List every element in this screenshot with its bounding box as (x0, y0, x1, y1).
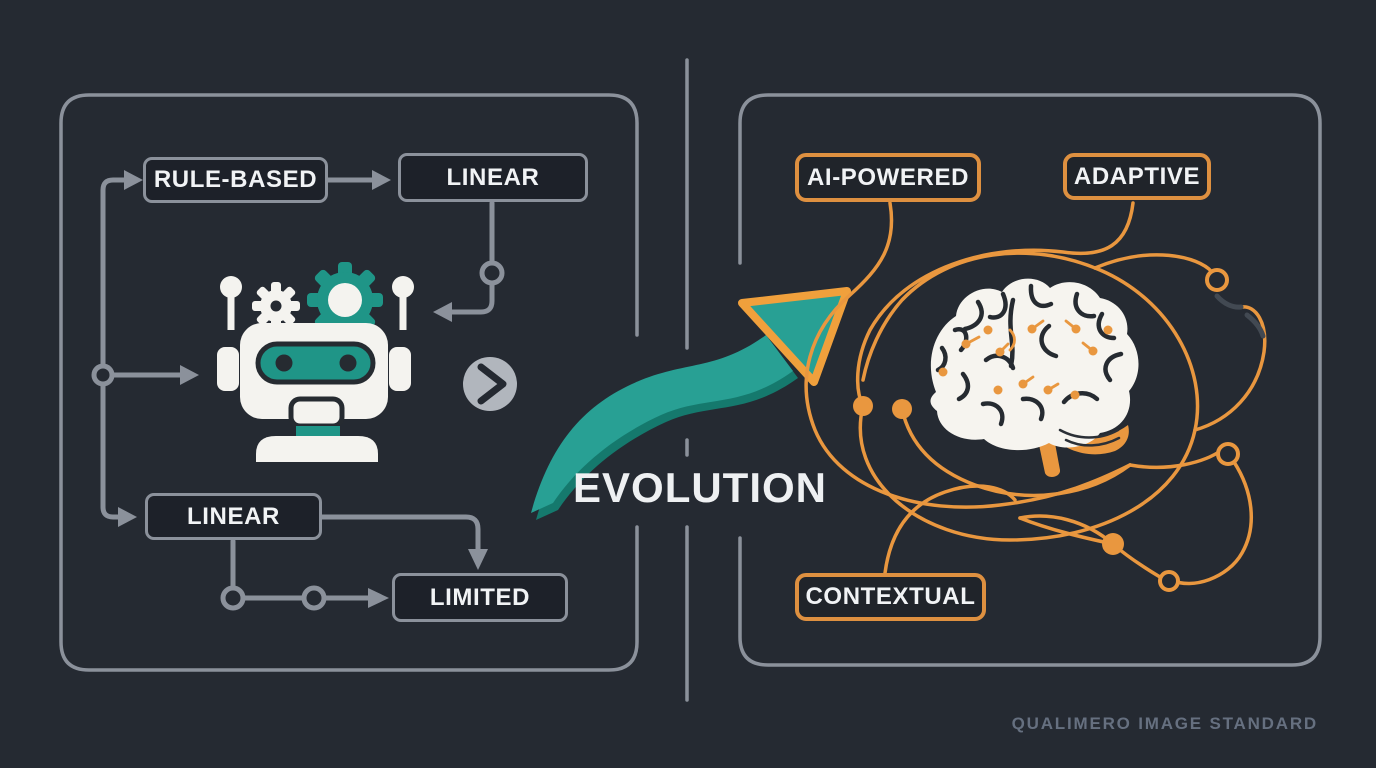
box-rule-based: RULE-BASED (143, 157, 328, 203)
box-contextual: CONTEXTUAL (795, 573, 986, 621)
brain-icon (930, 278, 1139, 477)
brain-fissures (935, 283, 1124, 427)
box-ai-powered: AI-POWERED (795, 153, 981, 202)
box-adaptive-label: ADAPTIVE (1073, 162, 1201, 190)
left-flowchart-arrowheads (118, 170, 488, 608)
box-ai-powered-label: AI-POWERED (807, 163, 969, 191)
robot-antennae (227, 292, 407, 330)
evolution-title: EVOLUTION (573, 464, 828, 511)
gear-icon (307, 262, 383, 338)
box-adaptive: ADAPTIVE (1063, 153, 1211, 200)
box-rule-based-label: RULE-BASED (153, 166, 318, 193)
left-flowchart-nodes (91, 260, 505, 611)
brain-circuit-dots (938, 324, 1113, 400)
box-linear-top: LINEAR (398, 153, 588, 202)
box-linear-top-label: LINEAR (446, 163, 540, 191)
watermark-text: QUALIMERO IMAGE STANDARD (1011, 714, 1318, 733)
circuit-node-icon (853, 268, 1240, 592)
box-contextual-label: CONTEXTUAL (805, 583, 976, 610)
box-linear-bottom-label: LINEAR (187, 502, 280, 530)
robot-icon (217, 262, 414, 462)
robot-visor (255, 341, 376, 385)
box-linear-bottom: LINEAR (145, 493, 322, 540)
robot-mouth (288, 396, 345, 429)
box-limited: LIMITED (392, 573, 568, 622)
neural-tangle-lines (804, 201, 1267, 586)
right-panel-frame (738, 93, 1322, 667)
chevron-circle-icon (463, 357, 517, 411)
evolution-arrow-icon (531, 287, 851, 520)
left-panel-frame (59, 93, 639, 672)
tangle-dark-dashes (1214, 293, 1266, 339)
gear-icon (252, 282, 300, 330)
left-flowchart-lines (100, 177, 495, 601)
box-limited-label: LIMITED (429, 583, 531, 611)
